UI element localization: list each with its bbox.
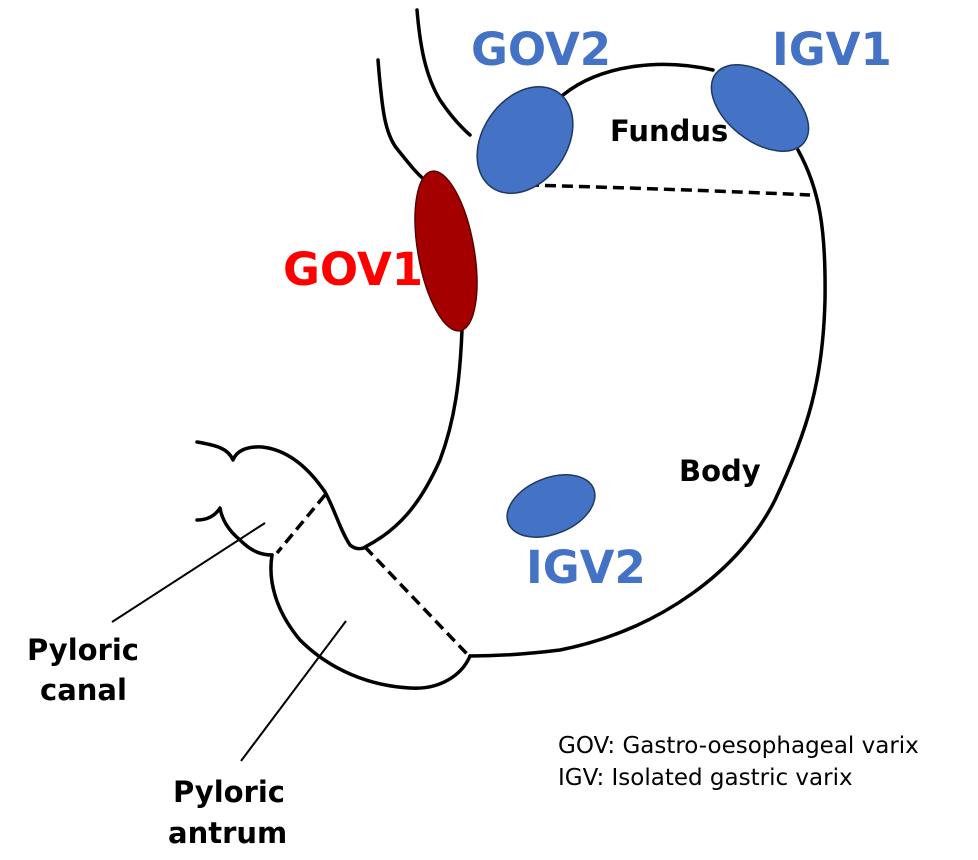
pyloric-canal-label-line2: canal <box>40 673 127 707</box>
pylorus-upper-outline <box>195 440 368 551</box>
igv2-varix[interactable] <box>498 463 604 549</box>
lesser-curvature-outline <box>363 328 464 549</box>
pyloric-antrum-label-line1: Pyloric <box>173 775 285 809</box>
fundus-label: Fundus <box>610 114 728 148</box>
gov2-label: GOV2 <box>471 23 611 76</box>
esophagus-left-wall <box>376 58 427 182</box>
antrum-body-boundary <box>363 545 470 657</box>
greater-curvature-outline <box>468 148 827 658</box>
igv1-label: IGV1 <box>772 23 892 76</box>
igv1-varix[interactable] <box>696 48 825 169</box>
legend-gov: GOV: Gastro-oesophageal varix <box>558 733 919 759</box>
igv2-label: IGV2 <box>526 541 646 594</box>
gov2-varix[interactable] <box>457 68 592 211</box>
legend-igv: IGV: Isolated gastric varix <box>558 765 853 791</box>
pyloric-canal-leader-line <box>111 522 266 623</box>
esophagus-right-wall <box>415 8 472 137</box>
canal-antrum-boundary <box>275 493 327 555</box>
pyloric-canal-label-line1: Pyloric <box>27 633 139 667</box>
pyloric-antrum-label-line2: antrum <box>168 816 287 850</box>
fundus-outline <box>561 62 715 97</box>
pyloric-antrum-leader-line <box>240 620 347 762</box>
pylorus-lower-outline <box>195 506 274 557</box>
body-label: Body <box>679 454 761 488</box>
gov1-varix[interactable] <box>404 166 487 335</box>
gov1-label: GOV1 <box>283 243 423 296</box>
antrum-outline <box>269 553 472 690</box>
fundus-body-boundary <box>527 183 811 197</box>
